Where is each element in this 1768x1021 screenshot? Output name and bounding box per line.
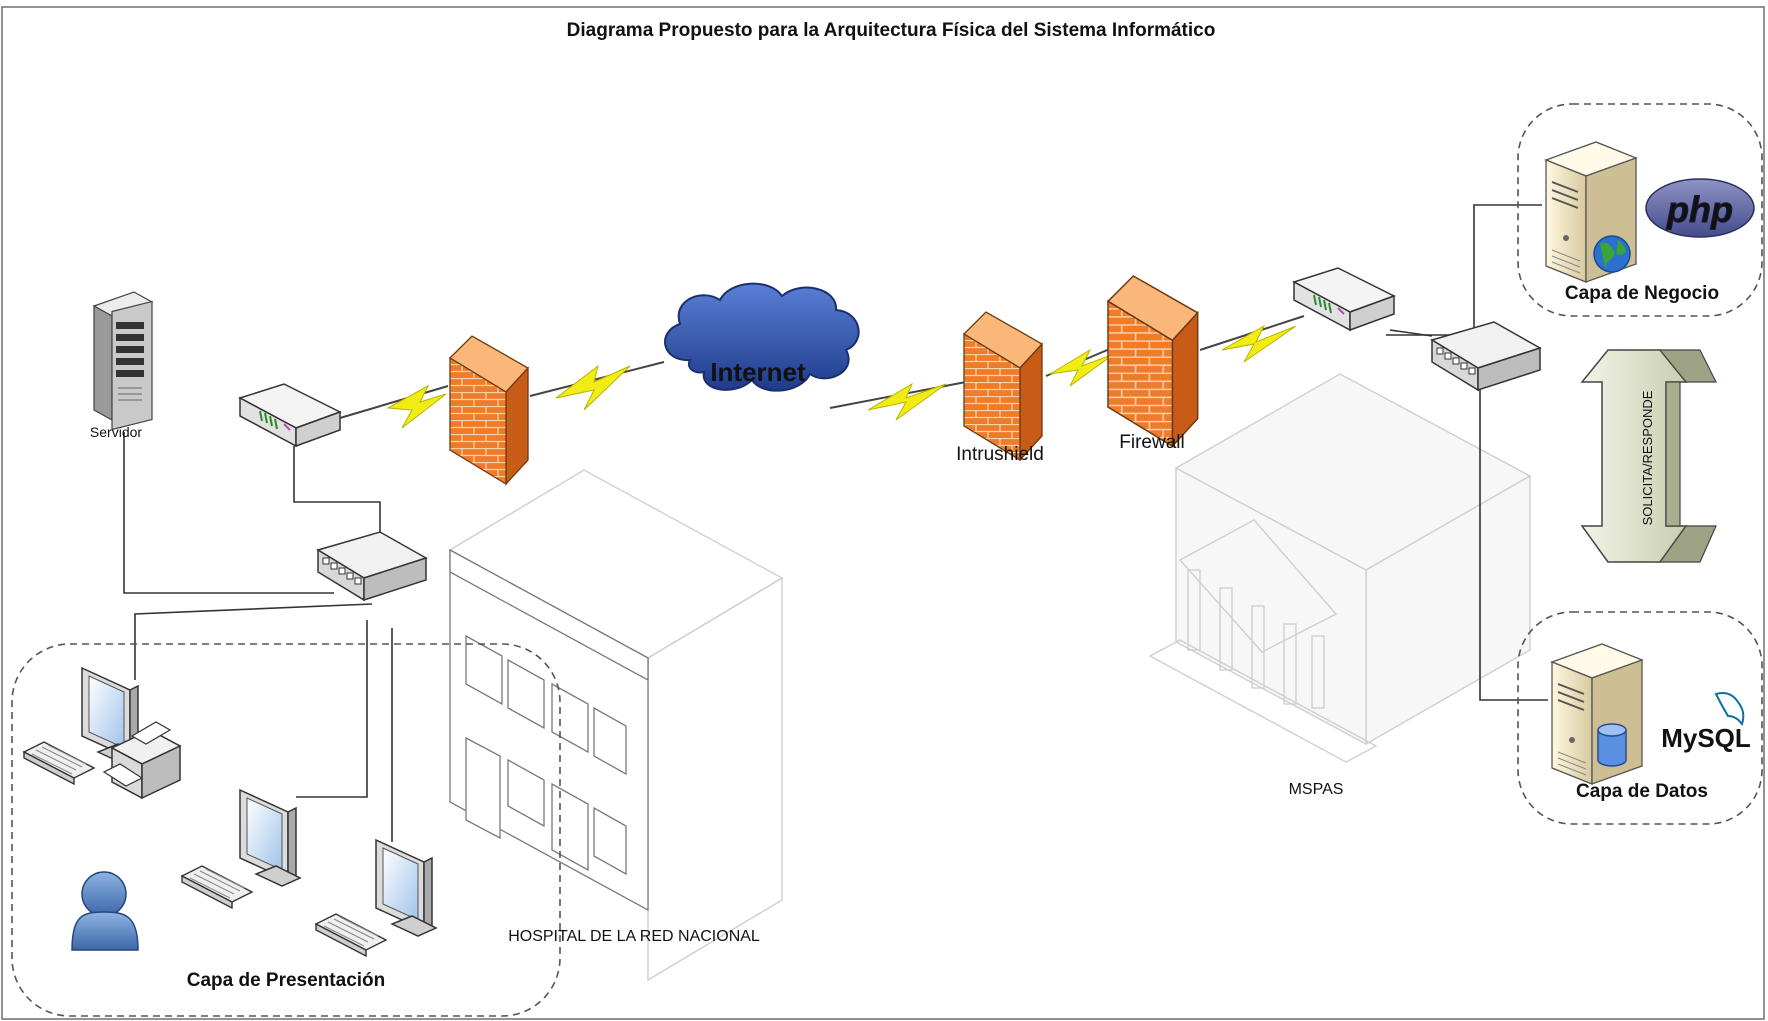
business-layer-label: Capa de Negocio [1565, 283, 1719, 304]
php-logo-text: php [1666, 189, 1733, 230]
presentation-layer-group [11, 643, 561, 1017]
mspas-building-icon [1148, 373, 1532, 763]
intrushield-label: Intrushield [956, 444, 1044, 465]
internet-label: Internet [710, 357, 806, 387]
internet-cloud-icon: Internet [664, 282, 860, 392]
lightning-link-icon [1221, 324, 1297, 363]
request-response-label: SOLICITA/RESPONDE [1640, 390, 1655, 525]
diagram-title: Diagrama Propuesto para la Arquitectura … [567, 20, 1216, 41]
hospital-building-icon [448, 469, 784, 982]
mysql-logo-text: MySQL [1661, 723, 1751, 753]
mspas-label: MSPAS [1289, 781, 1344, 798]
lightning-link-icon [555, 364, 631, 411]
printer-icon [102, 721, 182, 800]
firewall-label: Firewall [1119, 432, 1184, 453]
presentation-layer-label: Capa de Presentación [187, 970, 386, 991]
server-icon [92, 291, 154, 431]
php-logo-icon: php [1645, 178, 1755, 238]
user-icon [71, 871, 139, 951]
mysql-logo-icon: MySQL [1661, 692, 1751, 753]
double-arrow-icon: SOLICITA/RESPONDE [1580, 349, 1717, 563]
database-cylinder-icon [1597, 723, 1627, 767]
server-label: Servidor [90, 424, 142, 440]
globe-icon [1593, 235, 1631, 273]
hospital-label: HOSPITAL DE LA RED NACIONAL [508, 928, 760, 945]
lightning-link-icon [386, 384, 447, 429]
lightning-link-icon [867, 382, 947, 421]
database-server-icon [1551, 643, 1643, 785]
data-layer-label: Capa de Datos [1576, 781, 1708, 802]
